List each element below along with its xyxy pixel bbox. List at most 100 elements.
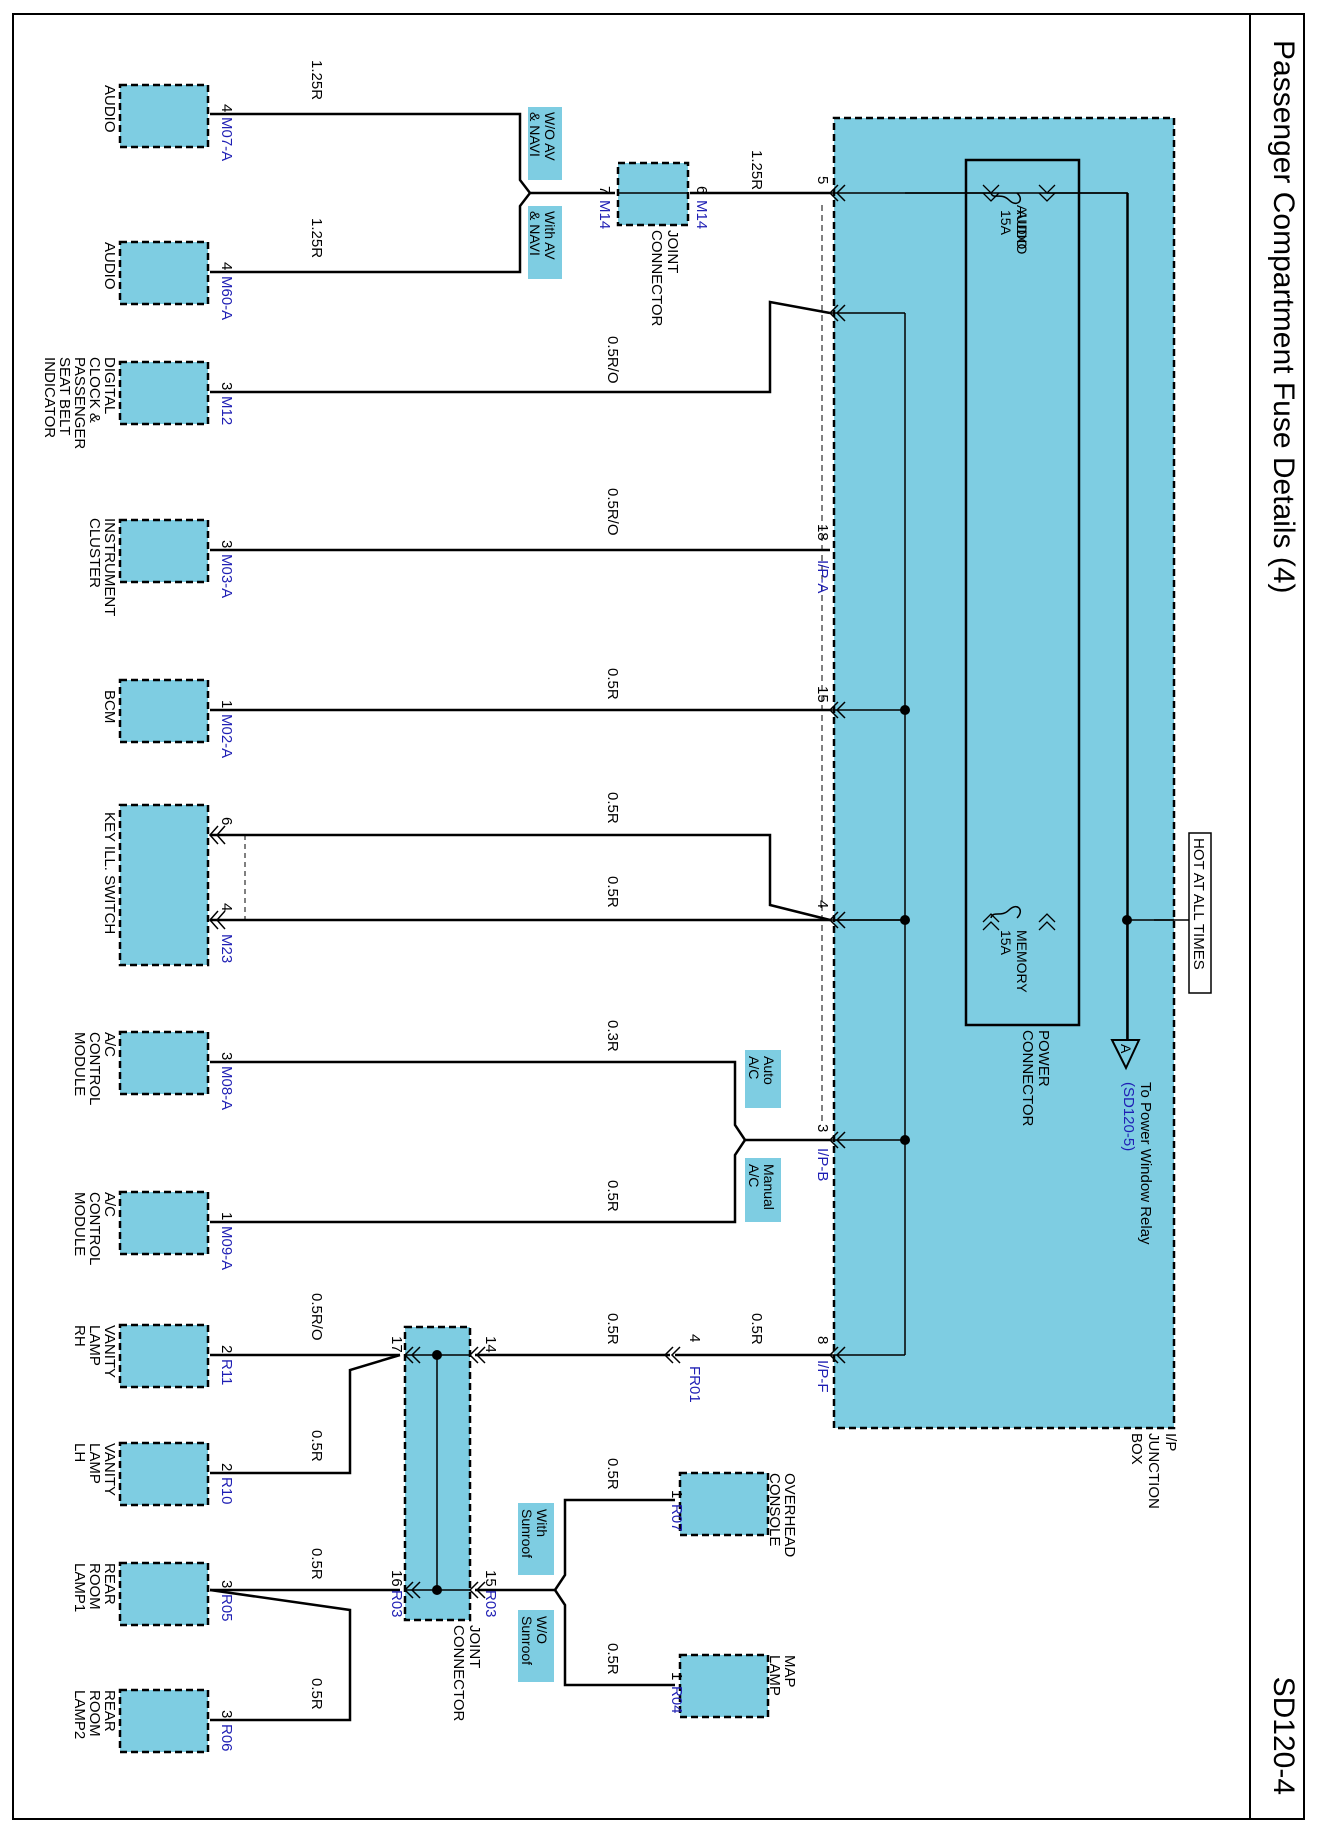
conn-vanity-rh: R11 [218, 1359, 235, 1385]
comp-ac-m08 [118, 1030, 210, 1096]
opt-wo-sunroof-2: Sunroof [519, 1616, 535, 1665]
jb-pin4: 4 [814, 900, 831, 908]
name-rear-room1-2: ROOM [86, 1563, 103, 1610]
jb-pin8: 8 [814, 1336, 831, 1344]
name-rear-room2-1: REAR [101, 1690, 118, 1732]
m14-conn7: M14 [596, 200, 613, 229]
comp-cluster [118, 518, 210, 584]
wire-label-m14-jb: 1.25R [748, 150, 765, 190]
page-title: Passenger Compartment Fuse Details (4) [1267, 40, 1300, 594]
jb-conn-ipa: I/P-A [814, 560, 831, 593]
wire-labels: 1.25R 1.25R 1.25R 0.5R/O 0.5R/O 0.5R 0.5… [308, 60, 765, 1710]
conn-key: M23 [218, 934, 235, 963]
jb-pin-labels: 5 18 I/P-A 15 4 3 I/P-B 8 I/P-F [814, 176, 831, 1393]
wire-ac-m08 [210, 1060, 830, 1142]
wire-label-ac-m09: 0.5R [604, 1180, 621, 1212]
conn-audio-m07: M07-A [218, 117, 235, 161]
audio-fuse-name: AUDIO [1014, 210, 1030, 254]
audio-fuse-label-1: AUDIO [1014, 205, 1030, 249]
wire-label-rear-room2: 0.5R [308, 1678, 325, 1710]
wire-label-key4: 0.5R [604, 876, 621, 908]
name-ac-m08-1: A/C [101, 1032, 118, 1057]
opt-auto-ac-2: A/C [746, 1056, 762, 1079]
hot-label-box [1188, 832, 1212, 994]
name-vanity-rh-1: VANITY [101, 1325, 118, 1378]
name-ac-m08-3: MODULE [71, 1032, 88, 1096]
wire-clock [210, 300, 831, 394]
r03-pin15: 15 [482, 1570, 499, 1587]
name-ac-m09-1: A/C [101, 1192, 118, 1217]
pin-rear-room2: 3 [218, 1710, 235, 1718]
comp-rear-room1 [118, 1561, 210, 1627]
page-frame [12, 13, 1305, 1820]
wire-label-rear-room1: 0.5R [308, 1548, 325, 1580]
wire-label-audio-m07: 1.25R [308, 60, 325, 100]
conn-bcm: M02-A [218, 714, 235, 758]
opt-manual-ac-2: A/C [746, 1164, 762, 1187]
wire-label-ac-m08: 0.3R [604, 1020, 621, 1052]
opt-with-av-2: & NAVI [527, 211, 543, 256]
pin-ac-m09: 1 [218, 1212, 235, 1220]
m14-label-2: CONNECTOR [648, 230, 665, 327]
component-names: AUDIO AUDIO DIGITAL CLOCK & PASSENGER SE… [41, 85, 798, 1739]
power-connector-label-1: POWER [1035, 1030, 1052, 1087]
wires [209, 112, 831, 1722]
pin-ac-m08: 3 [218, 1052, 235, 1060]
name-vanity-lh-3: LH [71, 1443, 88, 1462]
wire-label-key6: 0.5R [604, 792, 621, 824]
name-rear-room2-3: LAMP2 [71, 1690, 88, 1739]
wire-label-clock: 0.5R/O [604, 336, 621, 384]
opt-with-av-box [528, 206, 562, 279]
opt-wo-av-1: W/O AV [542, 112, 558, 161]
opt-wo-sunroof-box [518, 1610, 554, 1682]
name-cluster-2: CLUSTER [86, 518, 103, 588]
name-ac-m09-3: MODULE [71, 1192, 88, 1256]
opt-manual-ac-1: Manual [761, 1164, 777, 1210]
name-bcm: BCM [101, 690, 118, 723]
name-clock-4: SEAT BELT [56, 357, 73, 435]
conn-audio-m60: M60-A [218, 276, 235, 320]
jb-label-1: I/P [1162, 1433, 1179, 1451]
pin-vanity-lh: 2 [218, 1463, 235, 1471]
r03-label-1: JOINT [466, 1625, 483, 1668]
r03-pin16: 16 [388, 1570, 405, 1587]
name-key: KEY ILL. SWITCH [101, 812, 118, 934]
comp-audio-m60 [118, 240, 210, 306]
comp-ac-m09 [118, 1190, 210, 1256]
component-pins: 4 M07-A 4 M60-A 3 M12 3 M03-A 1 M02-A 6 … [218, 104, 685, 1752]
power-window-ref: (SD120-5) [1120, 1082, 1137, 1151]
jb-pin18: 18 [814, 524, 831, 541]
wire-with-av [210, 192, 531, 274]
wire-map-lamp [553, 1589, 675, 1687]
pin-clock: 3 [218, 382, 235, 390]
comp-bcm [118, 678, 210, 744]
comp-map-lamp [678, 1653, 770, 1719]
fr01-pin: 4 [686, 1334, 703, 1342]
name-audio-m60: AUDIO [101, 242, 118, 290]
wire-vanity-lh [210, 1353, 401, 1475]
audio-fuse-rating: 15A [998, 210, 1014, 236]
wire-label-map-lamp: 0.5R [604, 1643, 621, 1675]
comp-audio-m07 [118, 83, 210, 149]
jb-label-3: BOX [1128, 1433, 1145, 1465]
conn-rear-room1: R05 [218, 1594, 235, 1622]
r03-dot-bottom [432, 1585, 442, 1595]
m14-conn6: M14 [693, 200, 710, 229]
name-clock-2: CLOCK & [86, 357, 103, 423]
opt-with-sunroof-box [518, 1503, 554, 1575]
pin-rear-room1: 3 [218, 1580, 235, 1588]
components [118, 83, 770, 1754]
component-chevrons [208, 825, 486, 1599]
page-code: SD120-4 [1267, 1677, 1300, 1795]
m14-pin6: 6 [693, 186, 710, 194]
conn-map-lamp: R04 [668, 1686, 685, 1714]
hot-label: HOT AT ALL TIMES [1190, 838, 1207, 970]
comp-rear-room2 [118, 1688, 210, 1754]
comp-overhead [678, 1471, 770, 1537]
pin-bcm: 1 [218, 700, 235, 708]
r03-dot-top [432, 1350, 442, 1360]
opt-wo-av-box [528, 107, 562, 180]
jb-conn-ipf: I/P-F [814, 1360, 831, 1393]
